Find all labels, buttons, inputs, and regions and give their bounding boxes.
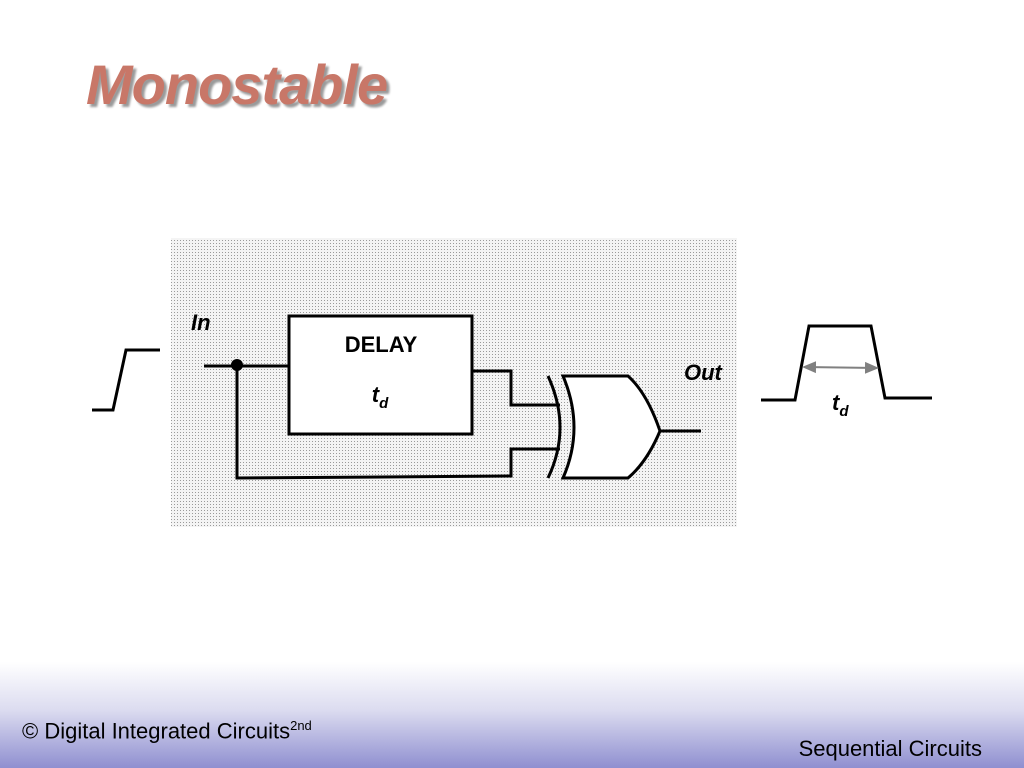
bypass-wire bbox=[235, 366, 560, 480]
delayed-wire bbox=[472, 369, 560, 407]
slide-title: Monostable bbox=[86, 53, 388, 116]
footer-section-title: Sequential Circuits bbox=[798, 736, 982, 761]
input-label: In bbox=[191, 310, 211, 335]
output-label: Out bbox=[684, 360, 724, 385]
pulse-width-arrow bbox=[802, 361, 879, 374]
footer-course-title: © Digital Integrated Circuits2nd bbox=[22, 718, 312, 744]
pulse-width-label: td bbox=[832, 390, 849, 420]
junction-dot bbox=[231, 359, 243, 371]
footer-band bbox=[0, 662, 1024, 768]
delay-time-label: td bbox=[372, 382, 389, 412]
input-step-waveform bbox=[92, 348, 160, 412]
delay-label: DELAY bbox=[345, 332, 418, 357]
output-pulse-waveform bbox=[761, 324, 932, 402]
edition-superscript: 2nd bbox=[290, 718, 312, 733]
delay-block bbox=[287, 314, 474, 436]
xor-gate-icon bbox=[546, 374, 662, 480]
monostable-diagram: DELAY td In Out td bbox=[92, 238, 932, 527]
